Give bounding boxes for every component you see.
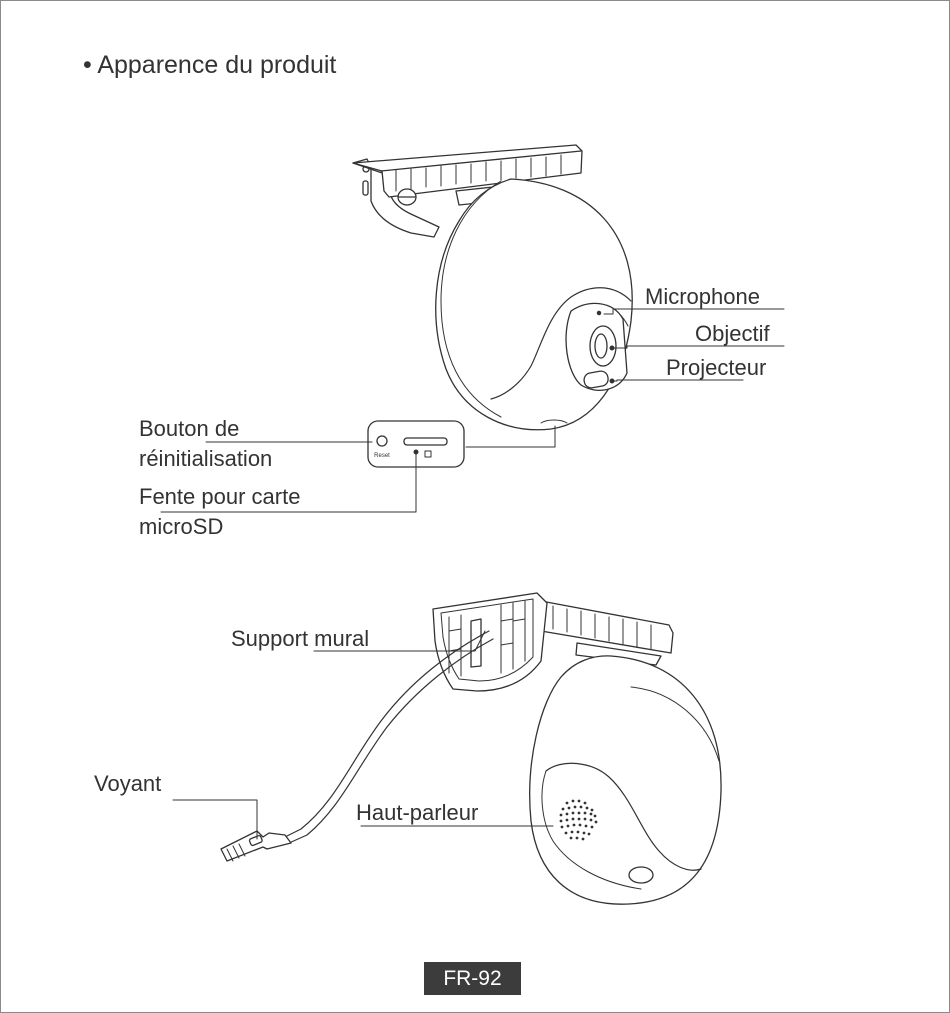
page-number: FR-92 [424,962,521,995]
label-haut-parleur: Haut-parleur [356,798,478,827]
label-support-mural: Support mural [231,624,369,653]
label-bouton-line2: réinitialisation [139,444,272,473]
label-projecteur: Projecteur [666,353,766,382]
label-bouton-line1: Bouton de [139,414,239,443]
label-voyant: Voyant [94,769,161,798]
label-fente-line2: microSD [139,512,223,541]
label-microphone: Microphone [645,282,760,311]
label-objectif: Objectif [695,319,770,348]
reset-text: Reset [374,453,390,459]
label-fente-line1: Fente pour carte [139,482,300,511]
